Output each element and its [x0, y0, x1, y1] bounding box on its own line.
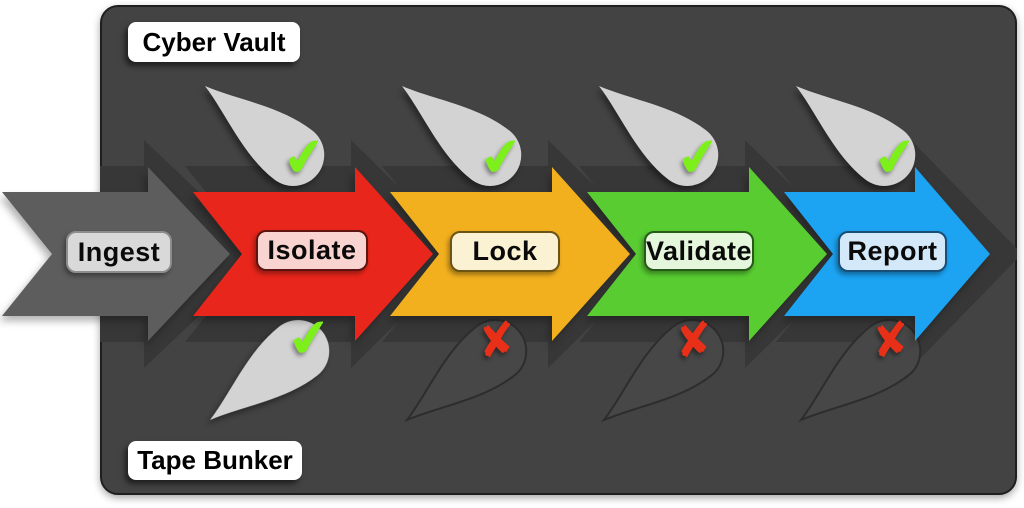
step-label-report: Report	[838, 231, 947, 272]
check-icon-vault-report: ✔	[870, 125, 922, 190]
step-label-ingest: Ingest	[66, 231, 172, 273]
cross-icon-bunker-lock: ✘	[474, 311, 520, 370]
check-icon-vault-lock: ✔	[476, 125, 528, 190]
bunker-drops-failed	[403, 319, 922, 423]
status-marks: ✔ ✔ ✔ ✔ ✔ ✘ ✘ ✘	[279, 125, 922, 371]
vault-drops	[205, 86, 916, 420]
vault-drop-isolate	[205, 86, 325, 186]
cross-icon-bunker-validate: ✘	[671, 311, 717, 370]
step-label-isolate: Isolate	[256, 230, 368, 271]
vault-drop-lock	[402, 86, 522, 186]
check-icon-vault-isolate: ✔	[279, 125, 331, 190]
step-label-lock: Lock	[450, 231, 560, 272]
check-icon-vault-validate: ✔	[673, 125, 725, 190]
cyber-vault-label: Cyber Vault	[128, 22, 300, 62]
bunker-drop-isolate	[210, 320, 330, 420]
check-icon-bunker-isolate: ✔	[284, 306, 336, 371]
bunker-drop-report	[797, 319, 922, 423]
step-label-validate: Validate	[644, 231, 754, 271]
vault-drop-report	[796, 86, 916, 186]
bunker-drop-lock	[403, 319, 528, 423]
bunker-drop-validate	[600, 319, 725, 423]
cross-icon-bunker-report: ✘	[868, 311, 914, 370]
tape-bunker-label: Tape Bunker	[128, 441, 302, 480]
vault-drop-validate	[599, 86, 719, 186]
